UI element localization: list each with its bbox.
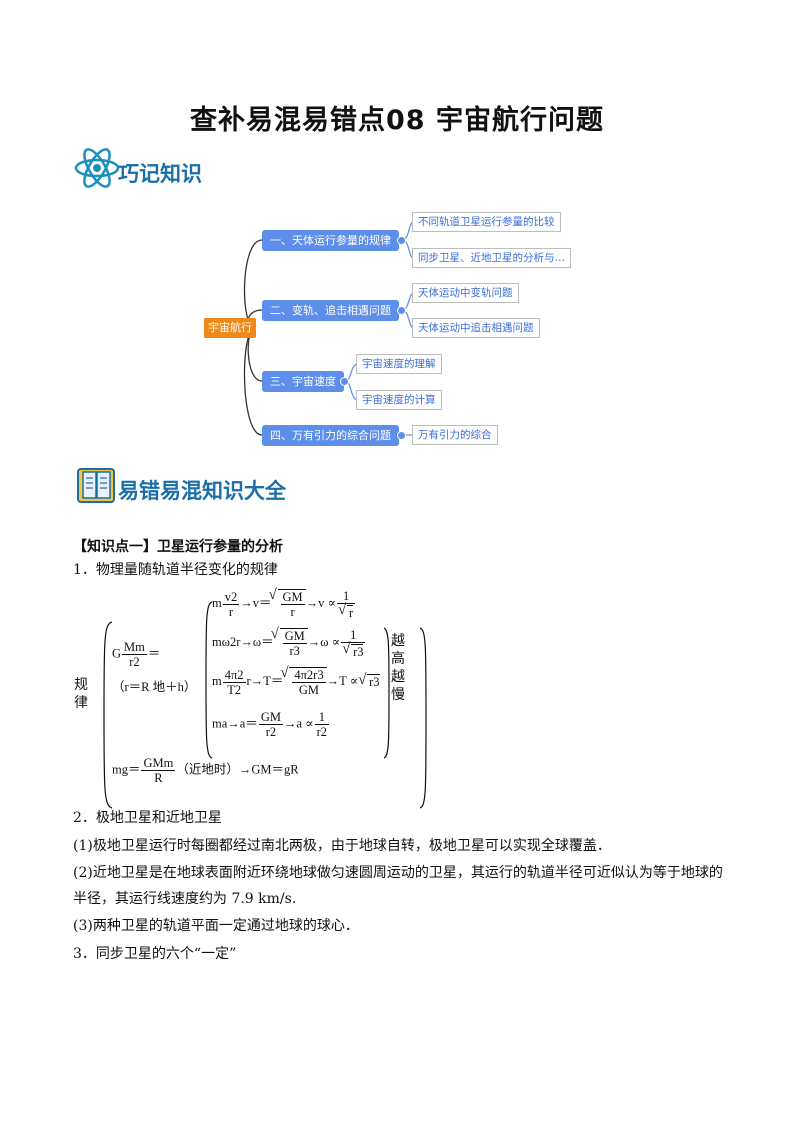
mindmap-branch-2: 二、变轨、追击相遇问题 bbox=[262, 300, 399, 321]
book-icon bbox=[75, 466, 119, 506]
inner-right-brace bbox=[383, 627, 390, 759]
right-label: 越 高 越 慢 bbox=[391, 632, 405, 704]
outer-right-bracket bbox=[419, 627, 427, 809]
mindmap-branch-3: 三、宇宙速度 bbox=[262, 371, 344, 392]
item-1-heading: 1．物理量随轨道半径变化的规律 bbox=[73, 562, 278, 578]
paragraph-near-earth-satellite-1: (2)近地卫星是在地球表面附近环绕地球做匀速圆周运动的卫星，其运行的轨道半径可近… bbox=[73, 865, 723, 881]
outer-brace bbox=[103, 621, 113, 809]
mindmap-leaf-2-1: 天体运动中变轨问题 bbox=[412, 283, 519, 303]
knowledge-point-1-title: 【知识点一】卫星运行参量的分析 bbox=[73, 539, 283, 555]
side-label-char-2: 律 bbox=[74, 695, 88, 711]
mindmap-branch-1-dot bbox=[397, 236, 406, 245]
paragraph-near-earth-satellite-2: 半径，其运行线速度约为 7.9 km/s. bbox=[73, 891, 297, 907]
right-label-char-4: 慢 bbox=[391, 687, 405, 703]
mindmap-leaf-4-1: 万有引力的综合 bbox=[412, 425, 498, 445]
item-3-heading: 3．同步卫星的六个“一定” bbox=[73, 946, 237, 962]
mindmap-branch-4-dot bbox=[397, 431, 406, 440]
right-label-char-3: 越 bbox=[391, 669, 405, 685]
mindmap-leaf-1-2: 同步卫星、近地卫星的分析与… bbox=[412, 248, 571, 268]
mindmap-leaf-3-1: 宇宙速度的理解 bbox=[356, 354, 442, 374]
mindmap-leaf-1-1: 不同轨道卫星运行参量的比较 bbox=[412, 212, 561, 232]
side-label-char-1: 规 bbox=[74, 677, 88, 693]
side-label: 规 律 bbox=[74, 676, 88, 712]
section-heading-mnemonic: 巧记知识 bbox=[118, 162, 202, 186]
mindmap-branch-2-dot bbox=[397, 306, 406, 315]
paragraph-orbit-plane: (3)两种卫星的轨道平面一定通过地球的球心． bbox=[73, 918, 359, 934]
mindmap-branch-1: 一、天体运行参量的规律 bbox=[262, 230, 399, 251]
section-heading-error-prone: 易错易混知识大全 bbox=[118, 479, 286, 503]
right-label-char-1: 越 bbox=[391, 633, 405, 649]
formula-condition: （r＝R 地＋h） bbox=[112, 680, 197, 694]
mindmap-leaf-3-2: 宇宙速度的计算 bbox=[356, 390, 442, 410]
page-title: 查补易混易错点08 宇宙航行问题 bbox=[190, 105, 604, 136]
mindmap-leaf-2-2: 天体运动中追击相遇问题 bbox=[412, 318, 540, 338]
mindmap-branch-3-dot bbox=[340, 377, 349, 386]
right-label-char-2: 高 bbox=[391, 651, 405, 667]
inner-brace bbox=[205, 601, 213, 759]
atom-icon bbox=[73, 146, 121, 190]
item-2-heading: 2．极地卫星和近地卫星 bbox=[73, 810, 222, 826]
paragraph-polar-satellite: (1)极地卫星运行时每圈都经过南北两极，由于地球自转，极地卫星可以实现全球覆盖． bbox=[73, 838, 611, 854]
mindmap-root: 宇宙航行 bbox=[204, 318, 256, 338]
mindmap-branch-4: 四、万有引力的综合问题 bbox=[262, 425, 399, 446]
